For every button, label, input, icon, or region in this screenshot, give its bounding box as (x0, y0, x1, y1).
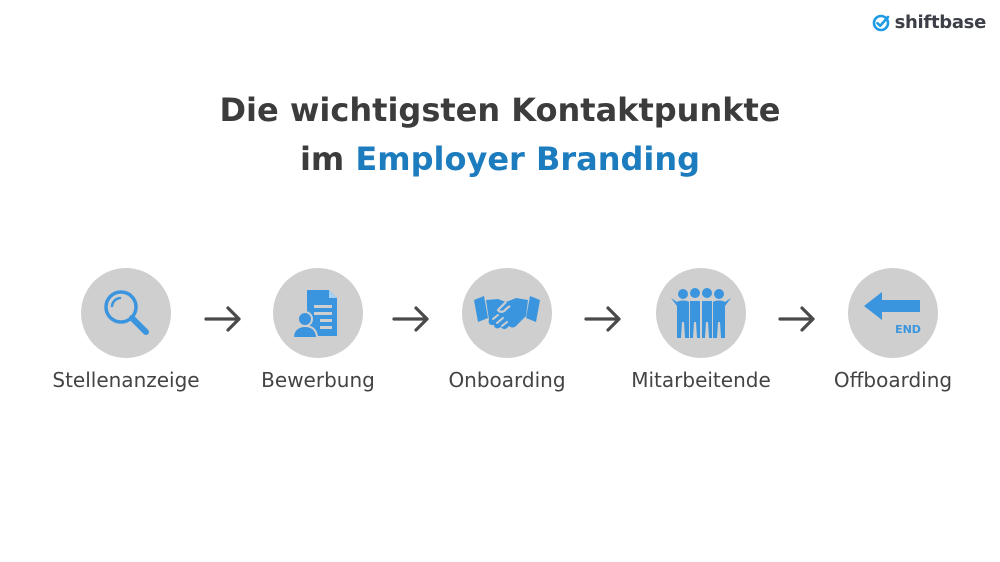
step-mitarbeitende: Mitarbeitende (611, 268, 791, 392)
team-icon (671, 288, 731, 338)
step-label: Bewerbung (261, 368, 375, 392)
step-circle: END (848, 268, 938, 358)
end-label: END (895, 323, 921, 336)
step-circle (656, 268, 746, 358)
brand-name: shiftbase (894, 12, 987, 33)
step-circle (81, 268, 171, 358)
title-prefix: im (299, 140, 356, 178)
step-label: Mitarbeitende (631, 368, 771, 392)
magnifier-icon (104, 290, 149, 335)
step-stellenanzeige: Stellenanzeige (36, 268, 216, 392)
step-label: Onboarding (448, 368, 566, 392)
handshake-icon (474, 296, 540, 330)
application-document-icon (291, 290, 337, 339)
title-accent: Employer Branding (355, 140, 701, 178)
step-onboarding: Onboarding (417, 268, 597, 392)
end-arrow-icon: END (864, 292, 921, 336)
page-title: Die wichtigsten Kontaktpunkte im Employe… (0, 86, 1000, 184)
brand-logo: shiftbase (872, 12, 986, 33)
arrow-right-icon (778, 306, 815, 332)
step-bewerbung: Bewerbung (228, 268, 408, 392)
title-line-1: Die wichtigsten Kontaktpunkte (219, 91, 781, 129)
step-label: Stellenanzeige (52, 368, 200, 392)
step-label: Offboarding (833, 368, 953, 392)
check-circle-icon (872, 14, 889, 31)
arrow-right-icon (584, 306, 621, 332)
title-line-2: im Employer Branding (0, 135, 1000, 184)
arrow-right-icon (392, 306, 429, 332)
step-circle (273, 268, 363, 358)
step-offboarding: END Offboarding (803, 268, 983, 392)
arrow-right-icon (204, 306, 241, 332)
step-circle (462, 268, 552, 358)
